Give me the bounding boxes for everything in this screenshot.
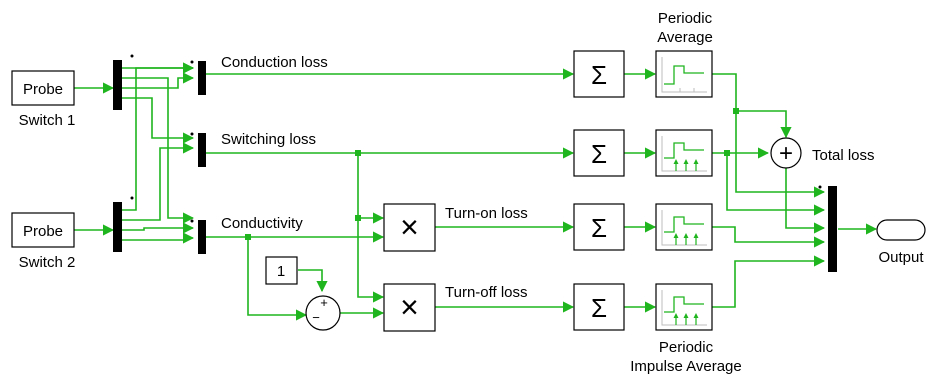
sum-conduction-block[interactable]: Σ — [573, 50, 625, 98]
probe-switch-2-caption: Switch 2 — [19, 254, 76, 271]
switching-loss-label: Switching loss — [221, 131, 316, 148]
product-turn-off-block[interactable]: × — [383, 283, 436, 332]
output-label: Output — [878, 249, 924, 266]
sum-switching-symbol: Σ — [591, 139, 607, 169]
periodic-impulse-average-turn-on[interactable] — [655, 203, 713, 251]
probe-switch-1-caption: Switch 1 — [19, 112, 76, 129]
demux-switch-2[interactable] — [113, 196, 134, 253]
product-turn-off-symbol: × — [400, 289, 419, 325]
probe-switch-2-block[interactable]: Probe — [11, 212, 75, 248]
output-mux[interactable] — [818, 185, 838, 273]
demux-switch-1[interactable] — [113, 54, 134, 111]
probe-switch-2-text: Probe — [23, 223, 63, 240]
mux-conductivity[interactable] — [190, 219, 207, 255]
probe-switch-1-text: Probe — [23, 81, 63, 98]
probe-switch-1-block[interactable]: Probe — [11, 70, 75, 106]
periodic-impulse-average-turn-off[interactable] — [655, 283, 713, 331]
periodic-impulse-average-caption-line2: Impulse Average — [630, 358, 741, 375]
turn-off-loss-label: Turn-off loss — [445, 284, 528, 301]
periodic-impulse-average-caption-line1: Periodic — [659, 339, 714, 356]
sum-plus-sign: + — [320, 295, 328, 310]
conductivity-label: Conductivity — [221, 215, 303, 232]
periodic-average-caption-line2: Average — [657, 29, 713, 46]
junction-dots — [245, 108, 739, 240]
total-loss-sum-block[interactable]: + — [770, 137, 802, 169]
turn-on-loss-label: Turn-on loss — [445, 205, 528, 222]
sum-turn-on-symbol: Σ — [591, 213, 607, 243]
periodic-average-conduction[interactable] — [655, 50, 713, 98]
wires — [74, 62, 878, 321]
conduction-loss-label: Conduction loss — [221, 54, 328, 71]
periodic-impulse-average-switching[interactable] — [655, 129, 713, 177]
sum-turn-off-symbol: Σ — [591, 293, 607, 323]
sum-circle-block[interactable]: + − — [305, 295, 341, 331]
sum-conduction-symbol: Σ — [591, 60, 607, 90]
total-loss-label: Total loss — [812, 147, 875, 164]
product-turn-on-block[interactable]: × — [383, 203, 436, 252]
constant-one-block[interactable]: 1 — [265, 256, 298, 285]
sum-switching-block[interactable]: Σ — [573, 129, 625, 177]
mux-switching[interactable] — [190, 132, 207, 168]
sum-minus-sign: − — [312, 310, 320, 325]
periodic-average-caption-line1: Periodic — [658, 10, 713, 27]
constant-one-text: 1 — [277, 263, 285, 280]
total-loss-sum-symbol: + — [779, 140, 793, 167]
sum-turn-off-block[interactable]: Σ — [573, 283, 625, 331]
sum-turn-on-block[interactable]: Σ — [573, 203, 625, 251]
output-port[interactable] — [876, 219, 926, 241]
product-turn-on-symbol: × — [400, 209, 419, 245]
mux-conduction[interactable] — [190, 60, 207, 96]
